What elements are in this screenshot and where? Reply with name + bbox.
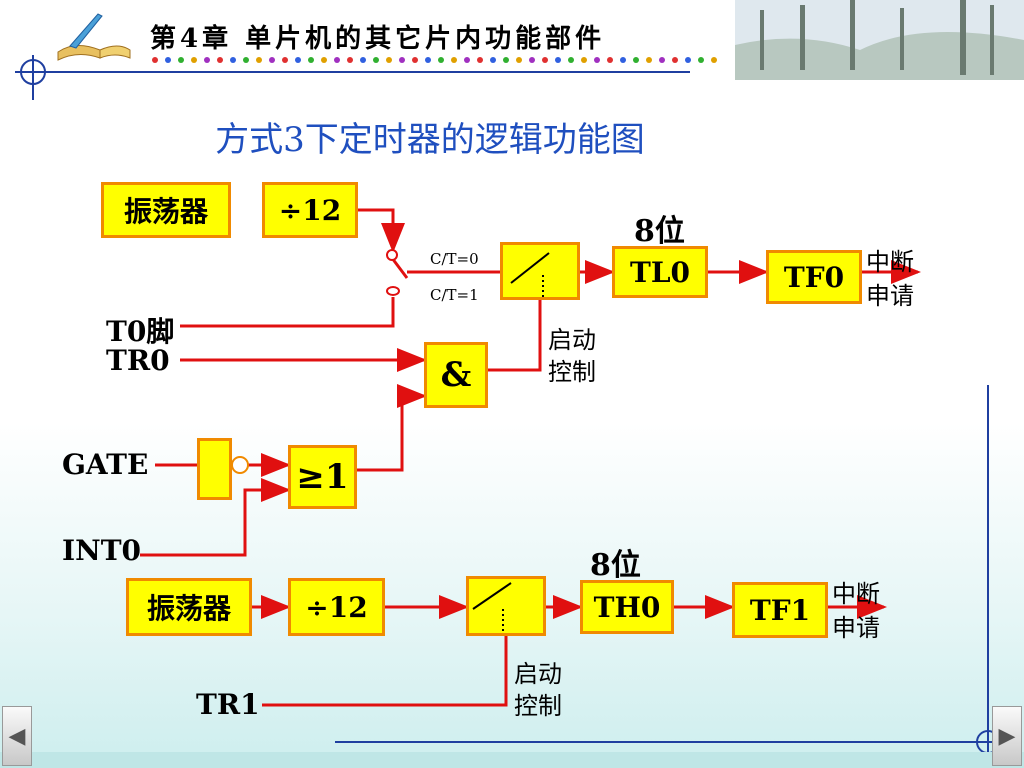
next-arrow-icon: ▶ [998,723,1016,749]
tf1-flag: TF1 [732,582,828,638]
gate-label: GATE [62,448,149,481]
bit-width-label-2: 8位 [590,548,641,583]
th0-register: TH0 [580,580,674,634]
bit-width-label: 8位 [634,214,685,249]
next-slide-button[interactable]: ▶ [992,706,1022,766]
book-quill-icon [57,13,131,61]
control-label: 控制 [548,358,596,386]
header-photo [735,0,1024,80]
tl0-register: TL0 [612,246,708,298]
interrupt-label: 中断 [866,248,914,276]
timer-switch-block-2 [466,576,546,636]
control-label-2: 控制 [514,692,562,720]
chapter-title: 第4章 单片机的其它片内功能部件 [150,24,606,54]
switch-icon [510,252,550,297]
divide-by-12-block-2: ÷12 [288,578,385,636]
interrupt-label-2: 中断 [832,580,880,608]
slide-title: 方式3下定时器的逻辑功能图 [215,120,645,160]
prev-slide-button[interactable]: ◀ [2,706,32,766]
tr0-label: TR0 [106,344,170,377]
not-gate [197,438,232,500]
dotted-underline [152,57,717,63]
ct0-label: C/T=0 [430,250,479,268]
int0-label: INT0 [62,534,142,567]
t0-pin-label: T0脚 [106,315,175,348]
oscillator-block: 振荡器 [101,182,231,238]
start-label-2: 启动 [514,660,562,688]
switch-icon-2 [472,582,512,633]
oscillator-block-2: 振荡器 [126,578,252,636]
start-label: 启动 [548,326,596,354]
request-label-2: 申请 [832,614,880,642]
ct1-label: C/T=1 [430,286,479,304]
tr1-label: TR1 [196,688,260,721]
and-gate: & [424,342,488,408]
header-decoration [15,0,1024,100]
or-gate: ≥1 [288,445,357,509]
prev-arrow-icon: ◀ [8,723,26,749]
tf0-flag: TF0 [766,250,862,304]
request-label: 申请 [866,282,914,310]
divide-by-12-block: ÷12 [262,182,358,238]
timer-switch-block [500,242,580,300]
